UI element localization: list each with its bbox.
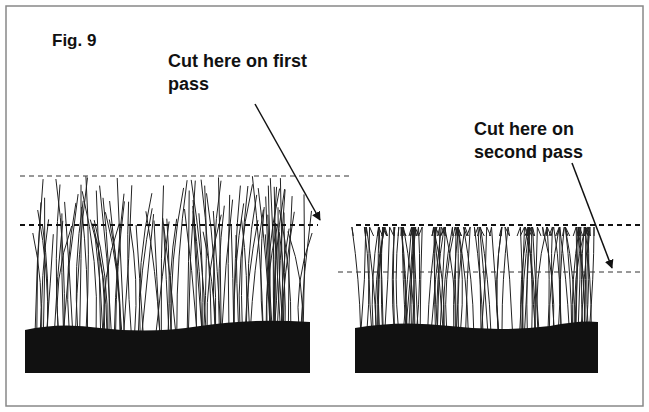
grass-blade bbox=[401, 227, 406, 330]
grass-blade bbox=[502, 227, 510, 330]
grass-blade bbox=[252, 176, 263, 332]
grass-blade bbox=[475, 227, 481, 330]
grass-blade bbox=[128, 202, 132, 332]
grass-blade bbox=[250, 210, 263, 332]
grass-blade bbox=[352, 227, 361, 330]
frame bbox=[6, 6, 643, 406]
grass-blade bbox=[549, 227, 559, 330]
callout-label: Cut here on second pass bbox=[474, 118, 624, 163]
grass-height-line bbox=[20, 176, 350, 177]
grass-blade bbox=[585, 227, 591, 330]
grass-blade bbox=[361, 227, 368, 330]
grass-blade bbox=[301, 211, 312, 332]
grass-blade bbox=[100, 186, 112, 332]
grass-blade bbox=[136, 225, 143, 332]
grass-blade bbox=[105, 212, 120, 332]
grass-blade bbox=[375, 227, 387, 330]
grass-blade bbox=[431, 227, 446, 330]
grass-blade bbox=[464, 227, 474, 330]
grass-blade bbox=[130, 227, 136, 332]
grass-blade bbox=[248, 195, 257, 332]
grass-blade bbox=[258, 188, 270, 332]
grass-blade bbox=[242, 186, 248, 332]
grass-blade bbox=[163, 218, 176, 332]
grass-blade bbox=[517, 227, 523, 330]
grass-blade bbox=[396, 227, 399, 330]
callout-label: Cut here on first pass bbox=[168, 50, 308, 95]
grass-blade bbox=[80, 185, 81, 332]
grass-blade bbox=[303, 194, 305, 332]
grass-blade bbox=[193, 200, 202, 332]
grass-blade bbox=[560, 227, 564, 330]
grass-blade bbox=[365, 227, 376, 330]
grass-blade bbox=[419, 227, 423, 330]
grass-blade bbox=[170, 219, 177, 332]
grass-blade bbox=[242, 219, 247, 332]
grass-blade bbox=[265, 234, 271, 332]
grass-blade bbox=[161, 186, 163, 333]
grass-blade bbox=[458, 227, 468, 330]
grass-blade bbox=[231, 225, 234, 332]
grass-blade bbox=[42, 219, 49, 332]
grass-blade bbox=[490, 227, 499, 330]
grass-blade bbox=[82, 191, 96, 332]
grass-blade bbox=[56, 179, 65, 332]
grass-blade bbox=[156, 222, 169, 333]
grass-blade bbox=[222, 200, 233, 332]
grass-blade bbox=[377, 227, 384, 330]
grass-blade bbox=[96, 191, 100, 332]
tall-grass bbox=[33, 176, 312, 332]
grass-blade bbox=[392, 227, 394, 330]
grass-blade bbox=[139, 193, 152, 332]
grass-blade bbox=[33, 233, 41, 332]
grass-blade bbox=[177, 180, 187, 332]
grass-blade bbox=[474, 227, 483, 330]
grass-blade bbox=[288, 232, 303, 333]
grass-blade bbox=[64, 194, 79, 332]
grass-blade bbox=[528, 227, 535, 330]
grass-blade bbox=[587, 227, 591, 330]
grass-blade bbox=[236, 235, 239, 332]
grass-blade bbox=[228, 195, 230, 332]
soil bbox=[25, 321, 310, 373]
grass-blade bbox=[412, 227, 414, 330]
grass-blade bbox=[454, 227, 459, 330]
grass-blade bbox=[401, 227, 407, 330]
pointer-arrow bbox=[572, 163, 612, 268]
grass-blade bbox=[270, 178, 275, 332]
grass-blade bbox=[477, 227, 490, 330]
grass-blade bbox=[199, 213, 203, 332]
grass-blade bbox=[527, 227, 534, 330]
soil bbox=[355, 322, 598, 374]
first-cut-line bbox=[356, 224, 640, 226]
grass-blade bbox=[239, 184, 252, 332]
grass-blade bbox=[207, 215, 221, 332]
grass-blade bbox=[385, 227, 394, 330]
grass-blade bbox=[281, 212, 295, 332]
grass-blade bbox=[288, 196, 292, 332]
grass-blade bbox=[458, 227, 468, 330]
cut-grass bbox=[352, 227, 594, 330]
second-cut-line bbox=[338, 272, 640, 273]
grass-blade bbox=[440, 227, 445, 330]
grass-blade bbox=[43, 226, 48, 332]
grass-blade bbox=[521, 227, 532, 330]
grass-blade bbox=[62, 213, 64, 332]
grass-blade bbox=[560, 227, 570, 330]
grass-blade bbox=[138, 208, 152, 332]
grass-blade bbox=[90, 220, 104, 332]
grass-blade bbox=[537, 227, 547, 330]
grass-blade bbox=[393, 227, 394, 330]
grass-blade bbox=[187, 191, 189, 333]
grass-blade bbox=[446, 227, 459, 330]
pointer-arrow bbox=[255, 104, 320, 220]
grass-blade bbox=[525, 227, 535, 330]
first-cut-line bbox=[20, 224, 318, 226]
figure-number: Fig. 9 bbox=[52, 30, 142, 51]
grass-blade bbox=[417, 227, 420, 330]
grass-blade bbox=[572, 227, 583, 330]
grass-blade bbox=[124, 185, 132, 332]
